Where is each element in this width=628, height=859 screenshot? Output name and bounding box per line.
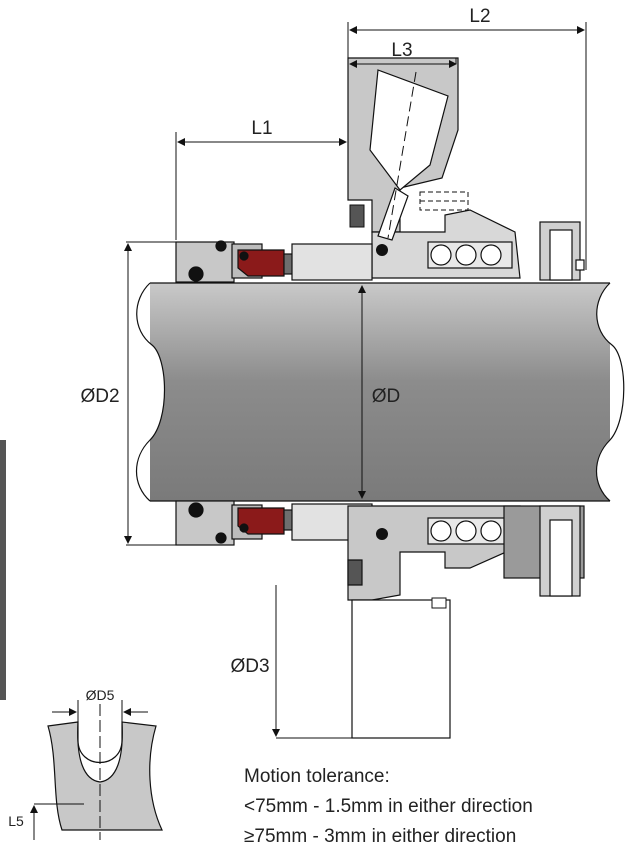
springs-lower (427, 517, 513, 545)
groove-detail (30, 700, 163, 840)
dimension-lines (124, 22, 587, 739)
note-line-1: <75mm - 1.5mm in either direction (244, 796, 533, 817)
note-title: Motion tolerance: (244, 766, 390, 787)
label-l1: L1 (251, 118, 272, 139)
springs-upper (427, 241, 513, 269)
label-d2: ØD2 (80, 386, 119, 407)
label-l2: L2 (469, 6, 490, 27)
dark-gasket-upper (349, 204, 365, 228)
note-line-2: ≥75mm - 3mm in either direction (244, 826, 517, 847)
collar-lower (503, 505, 585, 597)
left-edge-strip (0, 440, 6, 700)
gland-port (351, 599, 451, 739)
collar-upper (539, 221, 585, 281)
shaft (136, 282, 628, 502)
label-l3: L3 (391, 40, 412, 61)
label-d: ØD (372, 386, 401, 407)
inclined-bolt (369, 69, 449, 241)
oring-lower-mid (376, 528, 388, 540)
label-d5: ØD5 (86, 687, 115, 703)
oring-upper-mid (376, 244, 388, 256)
label-d3: ØD3 (230, 656, 269, 677)
label-l5: L5 (8, 813, 24, 829)
sleeve-upper (291, 243, 373, 281)
hidden-screw (419, 191, 469, 211)
gland-port-nut (431, 597, 447, 609)
